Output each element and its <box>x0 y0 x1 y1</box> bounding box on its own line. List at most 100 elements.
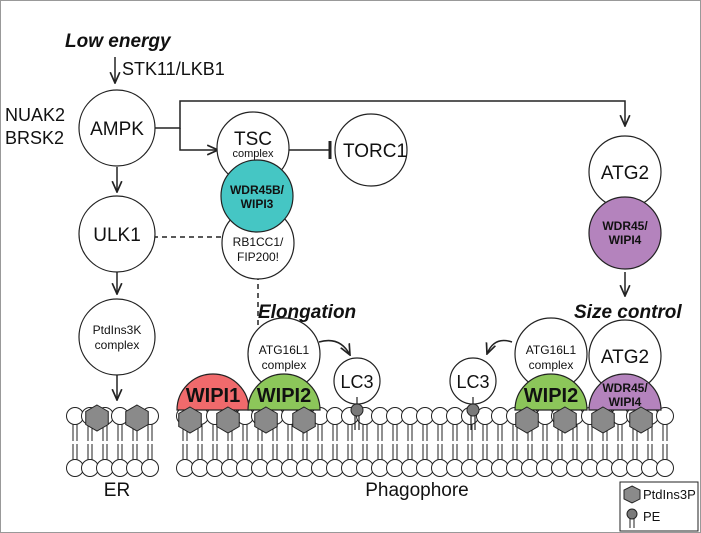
wipi2-node-left <box>247 373 321 411</box>
phagophore-membrane-head <box>626 459 644 477</box>
phagophore-membrane-head <box>551 459 569 477</box>
torc1-label: TORC1 <box>343 141 407 162</box>
phagophore-membrane-head <box>191 459 209 477</box>
phagophore-membrane-head <box>581 459 599 477</box>
ulk1-label: ULK1 <box>93 225 141 246</box>
pi3k-node <box>78 298 156 376</box>
wdr45-label-top-1: WDR45/ <box>602 219 648 233</box>
er-membrane-head <box>81 459 99 477</box>
wdr45b-node <box>220 159 294 233</box>
phagophore-membrane-head <box>461 459 479 477</box>
phagophore-membrane-head <box>446 407 464 425</box>
legend-pe: PE <box>643 509 661 524</box>
phagophore-membrane-head <box>176 459 194 477</box>
ptdins3p-hexagon-icon <box>553 406 577 434</box>
lipid-markers <box>85 397 653 434</box>
wipi2-node-right <box>514 373 588 411</box>
brsk2-label: BRSK2 <box>5 128 64 148</box>
phagophore-membrane-head <box>326 407 344 425</box>
arrow-ampk-to-tsc <box>179 128 218 150</box>
phagophore-membrane-head <box>401 407 419 425</box>
ptdins3p-hexagon-icon <box>292 406 316 434</box>
phagophore-membrane-head <box>536 459 554 477</box>
wipi2-right-label: WIPI2 <box>524 385 578 407</box>
legend-ptdins3p: PtdIns3P <box>643 487 696 502</box>
phagophore-membrane-head <box>491 407 509 425</box>
phagophore-membrane-head <box>281 459 299 477</box>
size-control-label: Size control <box>574 302 682 323</box>
er-label: ER <box>104 480 130 501</box>
nuak2-label: NUAK2 <box>5 105 65 125</box>
phagophore-membrane-head <box>611 459 629 477</box>
phagophore-membrane-head <box>416 407 434 425</box>
wdr45b-label-2: WIPI3 <box>241 197 274 211</box>
ptdins3p-hexagon-icon <box>178 406 202 434</box>
phagophore-membrane-head <box>506 459 524 477</box>
pe-lipid-icon <box>350 403 364 417</box>
atg16l1-right-label-1: ATG16L1 <box>526 343 577 357</box>
atg2-label-bottom: ATG2 <box>601 347 649 368</box>
phagophore-membrane-head <box>656 459 674 477</box>
er-membrane-head <box>66 407 84 425</box>
ptdins3p-hexagon-icon <box>216 406 240 434</box>
phagophore-membrane-head <box>341 459 359 477</box>
legend-hexagon-icon <box>623 485 641 504</box>
phagophore-membrane-head <box>596 459 614 477</box>
phagophore-membrane-head <box>416 459 434 477</box>
phagophore-membrane-head <box>401 459 419 477</box>
er-membrane-head <box>111 459 129 477</box>
er-membrane-head <box>96 459 114 477</box>
wdr45-node-top <box>588 196 662 270</box>
phagophore-membrane-head <box>386 407 404 425</box>
tsc-sub-label: complex <box>233 148 274 160</box>
wipi1-node <box>176 373 250 411</box>
lc3-left-label: LC3 <box>340 372 373 392</box>
phagophore-membrane-head <box>311 459 329 477</box>
phagophore-membrane-head <box>296 459 314 477</box>
lc3-right-label: LC3 <box>456 372 489 392</box>
wdr45-label-bottom-1: WDR45/ <box>602 381 648 395</box>
phagophore-label: Phagophore <box>365 480 469 501</box>
phagophore-membrane-head <box>371 459 389 477</box>
pi3k-label-1: PtdIns3K <box>93 323 142 337</box>
ptdins3p-hexagon-icon <box>515 406 539 434</box>
phagophore-membrane-head <box>491 459 509 477</box>
phagophore-membrane-head <box>566 459 584 477</box>
arrow-atg16l1-to-lc3-left <box>318 339 350 355</box>
arrow-atg16l1-to-lc3-right <box>487 339 513 355</box>
wdr45-label-bottom-2: WIPI4 <box>609 395 642 409</box>
phagophore-membrane-head <box>326 459 344 477</box>
phagophore-membrane-head <box>521 459 539 477</box>
phagophore-membrane-head <box>266 459 284 477</box>
phagophore-membrane-head <box>206 459 224 477</box>
phagophore-membrane-head <box>356 459 374 477</box>
arrow-ampk-to-atg2 <box>154 100 625 129</box>
rb1cc1-label-2: FIP200! <box>237 250 279 264</box>
wipi1-label: WIPI1 <box>186 385 240 407</box>
ptdins3p-hexagon-icon <box>629 406 653 434</box>
phagophore-membrane-head <box>446 459 464 477</box>
wipi2-left-label: WIPI2 <box>257 385 311 407</box>
ampk-node <box>78 89 156 167</box>
atg16l1-left-label-1: ATG16L1 <box>259 343 310 357</box>
phagophore-membrane-head <box>431 407 449 425</box>
legend-pe-icon <box>626 508 638 520</box>
phagophore-membrane-head <box>371 407 389 425</box>
atg16l1-left-label-2: complex <box>262 358 307 372</box>
phagophore-membrane-head <box>431 459 449 477</box>
wdr45-node-bottom <box>588 373 662 411</box>
atg16l1-right-label-2: complex <box>529 358 574 372</box>
ulk1-node <box>78 195 156 273</box>
phagophore-membrane-head <box>251 459 269 477</box>
ptdins3p-hexagon-icon <box>85 404 109 432</box>
wdr45b-label-1: WDR45B/ <box>230 183 285 197</box>
pi3k-label-2: complex <box>95 338 140 352</box>
phagophore-membrane-head <box>656 407 674 425</box>
phagophore-membrane-head <box>641 459 659 477</box>
er-membrane-head <box>66 459 84 477</box>
phagophore-membrane-head <box>386 459 404 477</box>
ptdins3p-hexagon-icon <box>254 406 278 434</box>
er-membrane-head <box>141 459 159 477</box>
